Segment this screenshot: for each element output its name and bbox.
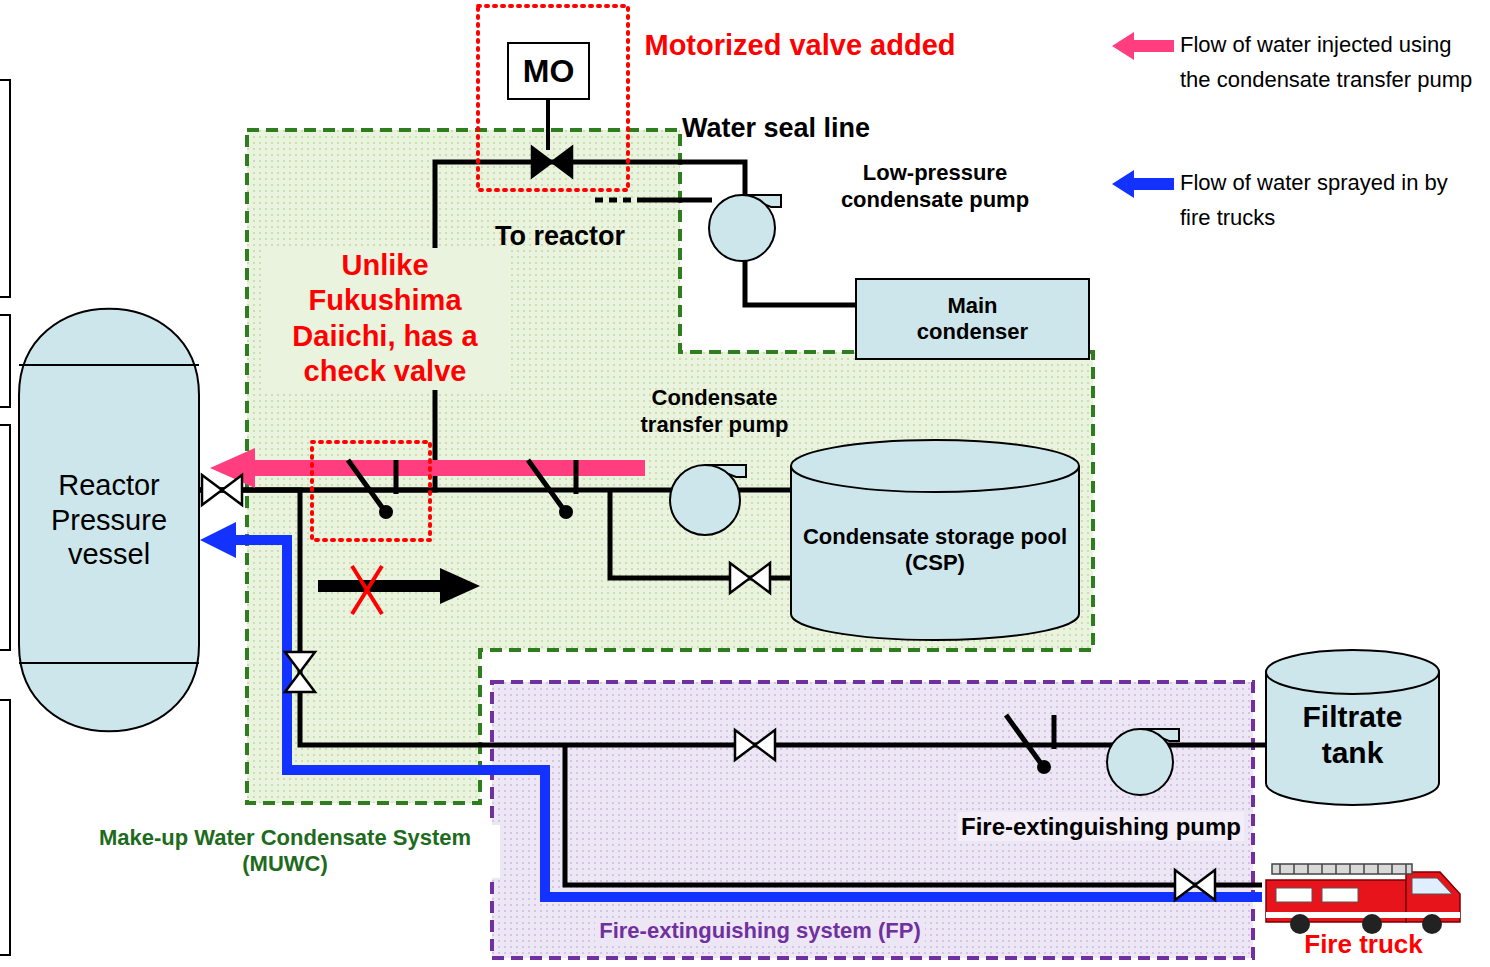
storage-tank: Condensate storage pool (CSP) bbox=[790, 440, 1080, 640]
ladder-rung bbox=[1321, 864, 1323, 874]
pipe-line bbox=[546, 100, 550, 150]
check-valve bbox=[394, 460, 399, 494]
cut-off-box bbox=[0, 315, 10, 407]
highlight-box bbox=[478, 6, 628, 190]
motor-operator-box: MO bbox=[507, 42, 590, 100]
annotation-label: Low-pressure condensate pump bbox=[825, 160, 1045, 214]
ladder-rung bbox=[1377, 864, 1379, 874]
node-label: Main condenser bbox=[893, 293, 1053, 346]
reactor-vessel: Reactor Pressure vessel bbox=[18, 305, 200, 735]
cut-off-box bbox=[0, 80, 10, 297]
annotation-label: Fire-extinguishing pump bbox=[958, 812, 1244, 841]
label-holder: Fire-extinguishing system (FP) bbox=[550, 918, 970, 944]
ladder-rung bbox=[1363, 864, 1365, 874]
box-outline bbox=[508, 43, 589, 99]
legend-sample bbox=[1110, 31, 1174, 61]
check-valve bbox=[1052, 715, 1057, 749]
ladder-rung bbox=[1405, 864, 1407, 874]
region-outline bbox=[492, 682, 1253, 958]
label-holder: Make-up Water Condensate System (MUWC) bbox=[70, 825, 500, 878]
gate-valve bbox=[202, 475, 242, 505]
node-label: MO bbox=[523, 52, 575, 90]
vessel-seam bbox=[19, 364, 199, 366]
label-holder: Motorized valve added bbox=[640, 28, 960, 63]
cut-off-box bbox=[0, 425, 10, 650]
node-label: Reactor Pressure vessel bbox=[25, 468, 193, 572]
label-holder: Water seal line bbox=[682, 112, 942, 145]
legend-text: Flow of water sprayed in by fire trucks bbox=[1180, 165, 1484, 235]
truck-wheel bbox=[1422, 914, 1442, 934]
node-label: Condensate storage pool (CSP) bbox=[794, 524, 1076, 577]
truck-drawing bbox=[1266, 864, 1460, 934]
node-label: Fire-extinguishing system (FP) bbox=[595, 918, 925, 944]
check-valve bbox=[574, 460, 579, 494]
cylinder-body bbox=[1266, 650, 1439, 805]
truck-ladder bbox=[1272, 864, 1412, 874]
ladder-rung bbox=[1307, 864, 1309, 874]
node-label: Fire truck bbox=[1304, 929, 1423, 960]
condenser-box: Main condenser bbox=[855, 278, 1090, 360]
truck-window bbox=[1412, 878, 1452, 894]
label-holder: Low-pressure condensate pump bbox=[825, 160, 1045, 214]
check-valve-disc bbox=[379, 505, 393, 519]
legend-text: Flow of water injected using the condens… bbox=[1180, 27, 1484, 97]
legend-arrow bbox=[1112, 170, 1174, 198]
cut-off-box bbox=[0, 700, 10, 955]
annotation-label: Unlike Fukushima Daiichi, has a check va… bbox=[262, 248, 508, 390]
label-holder: To reactor bbox=[495, 220, 695, 253]
ladder-rung bbox=[1293, 864, 1295, 874]
pump-symbol bbox=[1107, 729, 1173, 795]
ladder-rung bbox=[1349, 864, 1351, 874]
fire-truck: Fire truck bbox=[1262, 850, 1465, 962]
ladder-rung bbox=[1279, 864, 1281, 874]
truck-panel bbox=[1322, 888, 1358, 902]
truck-panel bbox=[1276, 888, 1312, 902]
legend-sample bbox=[1110, 169, 1174, 199]
pump-symbol bbox=[670, 465, 740, 535]
pipe-line bbox=[640, 198, 712, 203]
annotation-label: Motorized valve added bbox=[640, 28, 960, 63]
check-valve-disc bbox=[1037, 760, 1051, 774]
label-holder: Unlike Fukushima Daiichi, has a check va… bbox=[262, 248, 508, 390]
node-label: Filtrate tank bbox=[1269, 699, 1437, 771]
annotation-label: Condensate transfer pump bbox=[612, 385, 817, 439]
node-label: Make-up Water Condensate System (MUWC) bbox=[70, 825, 500, 878]
vessel-outline bbox=[19, 309, 199, 732]
ladder-rung bbox=[1335, 864, 1337, 874]
label-holder: Condensate transfer pump bbox=[612, 385, 817, 439]
pump-symbol bbox=[709, 195, 775, 261]
check-valve-disc bbox=[559, 505, 573, 519]
box-outline bbox=[856, 279, 1089, 359]
annotation-label: Water seal line bbox=[682, 112, 942, 145]
cylinder-rim bbox=[791, 466, 1079, 492]
cylinder-rim bbox=[1266, 672, 1439, 694]
cylinder-body bbox=[791, 440, 1079, 640]
storage-tank: Filtrate tank bbox=[1265, 650, 1440, 805]
vessel-seam bbox=[19, 662, 199, 664]
legend-arrow bbox=[1112, 32, 1174, 60]
annotation-label: To reactor bbox=[495, 220, 695, 253]
legend-entry: Flow of water sprayed in by fire trucks bbox=[1180, 165, 1484, 235]
label-holder: Fire-extinguishing pump bbox=[958, 812, 1288, 841]
fire-truck-outline bbox=[1262, 850, 1465, 936]
ladder-rung bbox=[1391, 864, 1393, 874]
legend-entry: Flow of water injected using the condens… bbox=[1180, 27, 1484, 97]
system-region: Make-up Water Condensate System (MUWC)Co… bbox=[245, 128, 1095, 805]
